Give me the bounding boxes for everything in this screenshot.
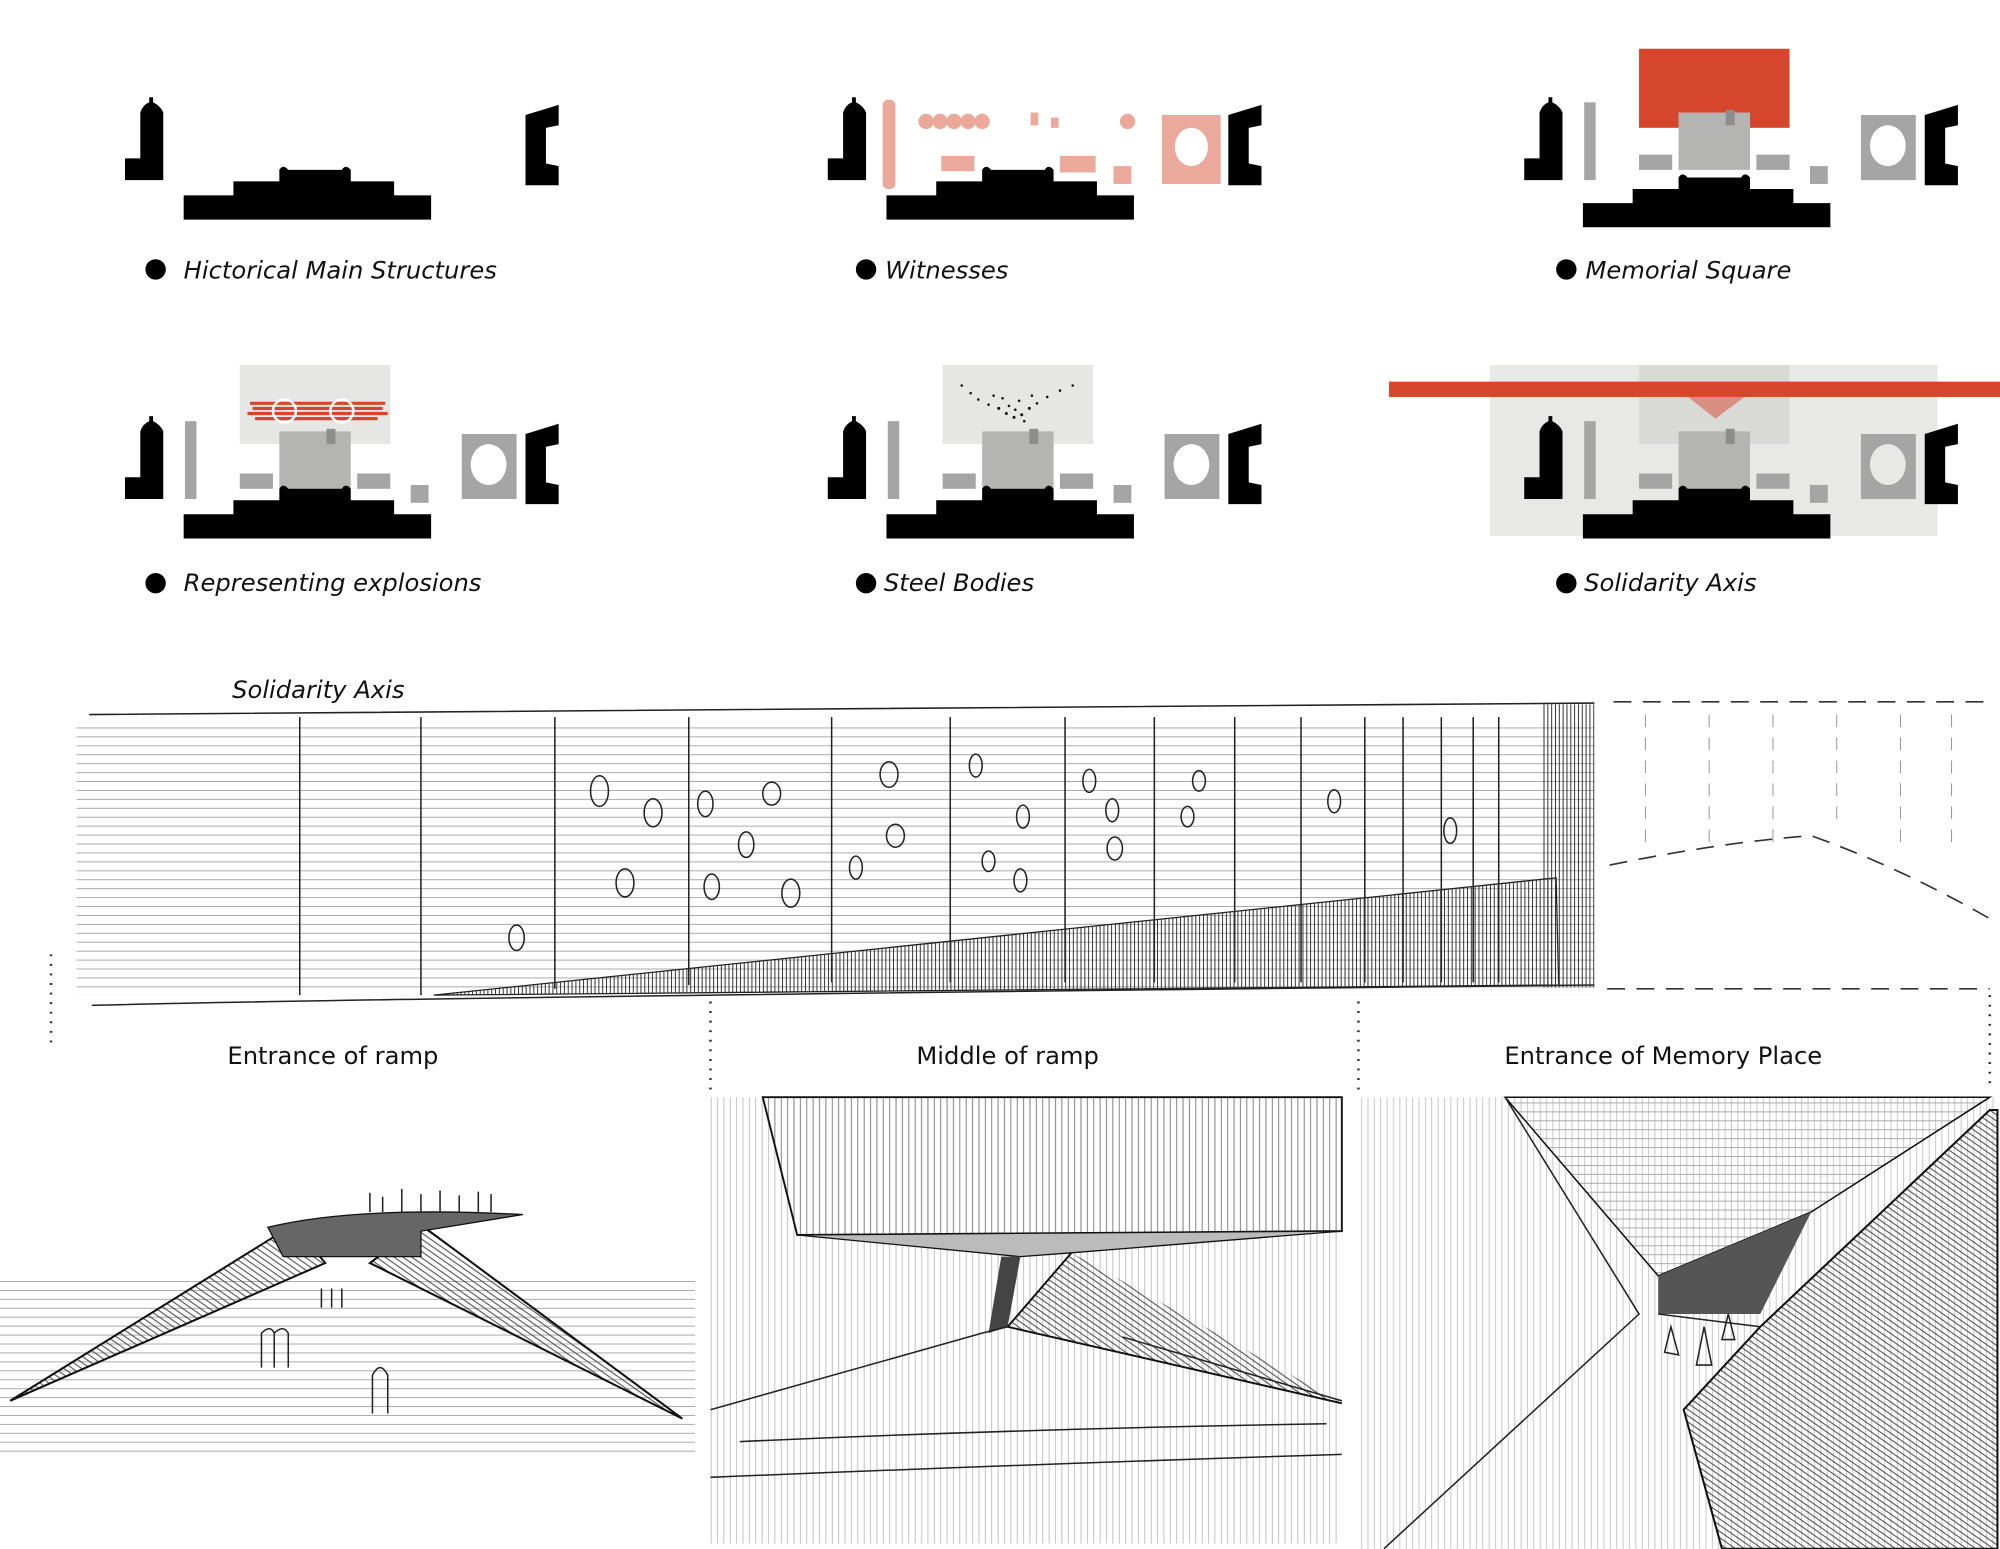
bullet-icon [1556,572,1577,594]
bracket-shape [1228,104,1262,186]
grey-elements [1584,102,1916,184]
bullet-icon [1556,259,1577,280]
steel-bodies-dots [960,384,1074,423]
end-wall-shading [1543,704,1595,988]
ramp-edges [710,1326,1343,1411]
memory-place-opening [1658,1212,1812,1315]
entrance-of-ramp-sketch [0,1189,696,1455]
tower-shape [827,416,867,499]
visitor-figures [260,1288,389,1414]
base-structure-shape [183,166,432,220]
wall-panel-joints [298,717,1500,996]
diagram-label: Memorial Square [1585,256,1791,284]
base-structure-shape [1582,174,1831,228]
diagram-solidarity-axis: Solidarity Axis [1389,365,2000,597]
bullet-icon [855,259,877,280]
extension-guides [1644,714,1953,843]
passage-opening [988,1256,1021,1334]
bullet-icon [145,572,166,594]
axis-wedge [1686,395,1747,419]
diagram-label: Representing explosions [184,569,482,597]
steel-body-sketches [508,753,1458,952]
diagram-label: Solidarity Axis [1584,569,1757,597]
future-extension-outline [1607,700,1991,990]
diagram-historical-main-structures: Hictorical Main Structures [125,97,559,284]
middle-of-ramp-sketch [710,1096,1343,1544]
diagram-label: Steel Bodies [884,569,1035,597]
tower-shape [125,97,164,181]
base-structure-shape [183,485,432,539]
tower-shape [125,416,164,499]
overhead-slab [761,1096,1343,1236]
walkway-edges [1383,1096,1761,1549]
steel-bodies-area [942,365,1094,445]
explosion-lines [247,398,388,424]
solidarity-axis-band [1389,381,2000,397]
diagram-memorial-square: Memorial Square [1524,48,1958,284]
memorial-bridge [266,1211,524,1258]
bracket-shape [1924,423,1958,505]
tower-shape [1524,97,1563,181]
witness-marks [882,99,1221,190]
entrance-of-memory-place-sketch [1359,1096,1999,1549]
base-structure-shape [886,485,1134,539]
diagram-label: Witnesses [885,256,1009,284]
diagram-label: Hictorical Main Structures [184,256,498,284]
ground-lines [710,1422,1342,1479]
solidarity-axis-section-sketch: Solidarity Axis [49,676,1992,1091]
section-title: Solidarity Axis [232,676,405,704]
bracket-shape [1228,423,1262,505]
view-caption-entrance-of-ramp: Entrance of ramp [227,1042,438,1070]
base-structure-shape [886,166,1134,220]
tower-shape [827,97,867,181]
slab-underside [797,1230,1342,1258]
bracket-shape [525,423,559,505]
diagram-steel-bodies: Steel Bodies [827,365,1262,597]
bullet-icon [145,259,166,280]
view-caption-middle-of-ramp: Middle of ramp [916,1042,1099,1070]
view-caption-entrance-of-memory-place: Entrance of Memory Place [1504,1042,1822,1070]
steel-bodies [369,1189,492,1212]
bracket-shape [1924,104,1958,186]
bracket-shape [525,104,559,186]
diagram-representing-explosions: Representing explosions [125,365,559,597]
visitor-figures [1663,1313,1736,1366]
diagram-witnesses: Witnesses [827,97,1262,284]
bullet-icon [855,572,877,594]
